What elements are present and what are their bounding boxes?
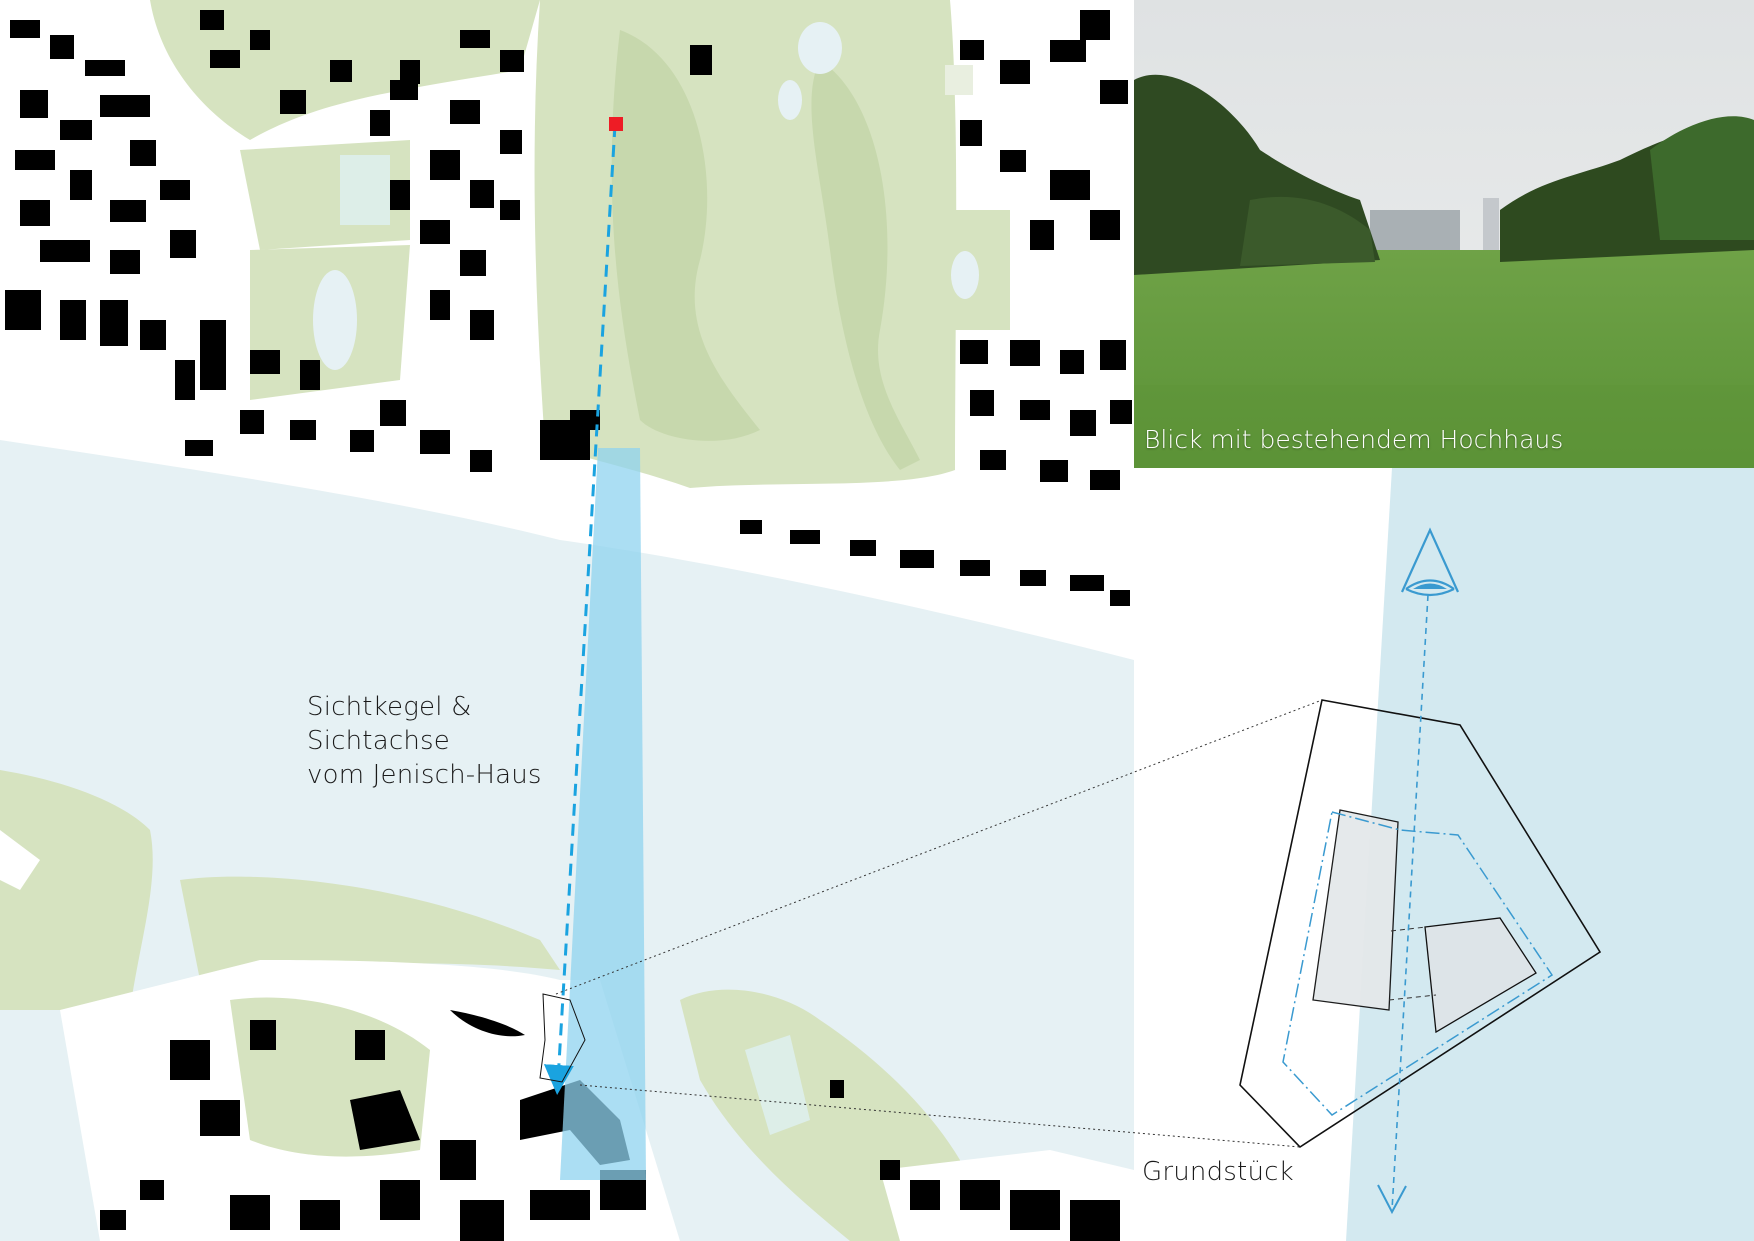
view-cone-label-line1: Sichtkegel &	[307, 692, 472, 722]
green-area	[945, 65, 973, 95]
sports-field	[340, 155, 390, 225]
plot-inset	[1134, 468, 1754, 1241]
park-pond	[778, 80, 802, 120]
trees-right	[1650, 116, 1754, 240]
green-area	[955, 210, 1010, 330]
photo-caption: Blick mit bestehendem Hochhaus	[1144, 425, 1564, 454]
park-woodland	[611, 30, 760, 441]
inset-sight-axis	[1391, 594, 1429, 1211]
pond	[313, 270, 357, 370]
setback-line	[1282, 811, 1554, 1116]
trees-left	[1240, 196, 1375, 266]
quay	[0, 830, 40, 890]
view-cone	[560, 448, 646, 1180]
pond	[951, 251, 979, 299]
plot-boundary	[1239, 699, 1602, 1149]
inset-arrowhead	[1377, 1184, 1407, 1215]
view-cone-label-line2: Sichtachse	[307, 726, 450, 756]
viewpoint-marker	[609, 117, 623, 131]
view-cone-label-line3: vom Jenisch-Haus	[307, 760, 542, 790]
plot-label: Grundstück	[1142, 1157, 1294, 1187]
building-footprint-b	[1424, 917, 1537, 1034]
buildings-north	[5, 10, 1132, 606]
leader-line-bottom	[579, 1084, 1301, 1148]
eye-icon	[1400, 527, 1460, 597]
leader-line-top	[555, 699, 1323, 995]
building-footprint-a	[1312, 809, 1399, 1011]
connector-line	[1388, 994, 1437, 1001]
existing-highrise	[1483, 198, 1499, 260]
sports-field	[745, 1035, 810, 1135]
inset-view-corridor	[1346, 468, 1754, 1241]
north-shore	[0, 420, 1134, 650]
green-area	[180, 876, 560, 980]
park-strip	[540, 0, 615, 450]
map	[0, 0, 1134, 1241]
plot-outline-map	[539, 993, 586, 1083]
park-woodland	[811, 60, 920, 470]
view-cone-label: Sichtkegel & Sichtachse vom Jenisch-Haus	[307, 690, 542, 792]
park-pond	[798, 22, 842, 74]
lawn-foreground	[1134, 385, 1754, 468]
eye-iris	[1413, 583, 1447, 589]
connector-line	[1390, 926, 1427, 932]
green-area	[0, 770, 153, 1010]
photo	[1134, 0, 1754, 468]
